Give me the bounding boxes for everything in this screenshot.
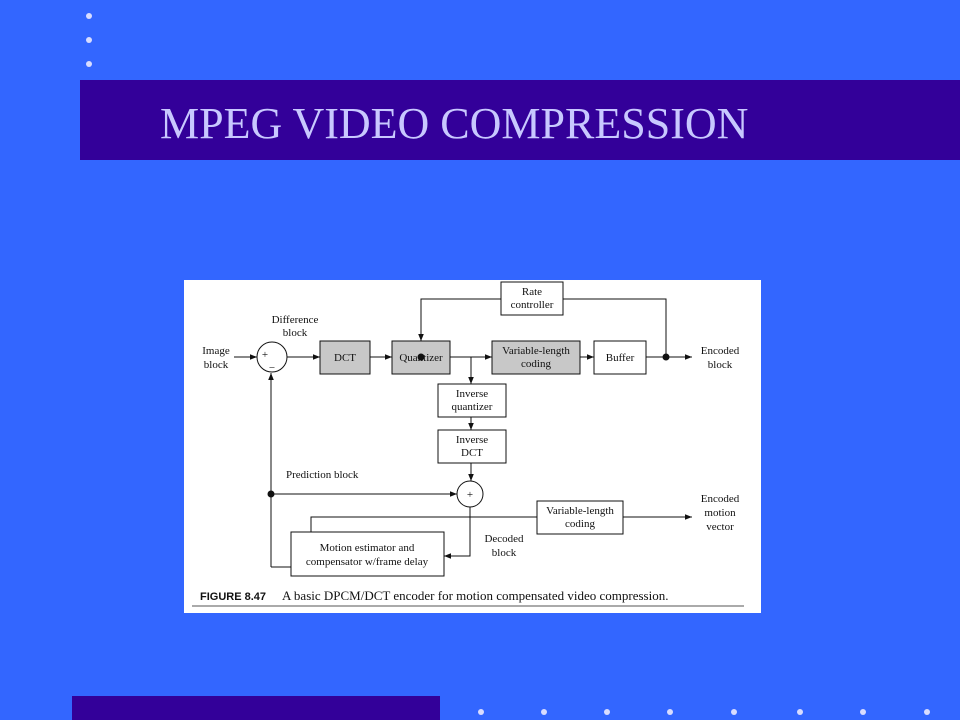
inverse-dct-label: Inverse xyxy=(456,434,488,446)
inverse-dct-box xyxy=(437,429,507,464)
plus-sign: + xyxy=(262,349,268,361)
vlc-top-label: Variable-length xyxy=(502,345,570,357)
encoded-motion-vector-label: vector xyxy=(706,521,734,533)
rate-controller-box xyxy=(500,281,564,316)
figure-panel: Rate controller Difference block Image b… xyxy=(184,280,761,613)
bottom-band xyxy=(72,696,440,720)
encoded-motion-vector-label: Encoded xyxy=(701,493,740,505)
vlc-top-label: coding xyxy=(521,358,551,370)
inverse-quantizer-label: Inverse xyxy=(456,388,488,400)
difference-block-label: Difference xyxy=(272,314,319,326)
encoder-block-diagram: Rate controller Difference block Image b… xyxy=(192,281,744,607)
minus-sign: − xyxy=(269,362,275,374)
figure-caption-text: A basic DPCM/DCT encoder for motion comp… xyxy=(282,588,668,603)
quantizer-label: Quantizer xyxy=(399,352,443,364)
decor-dot xyxy=(667,709,673,715)
inverse-dct-label: DCT xyxy=(461,447,483,459)
decor-dot xyxy=(86,37,92,43)
vlc-bottom-label: coding xyxy=(565,518,595,530)
inverse-quantizer-box xyxy=(437,383,507,418)
decor-dot xyxy=(797,709,803,715)
decor-dot xyxy=(86,61,92,67)
junction-dot xyxy=(662,353,670,361)
decor-dot xyxy=(541,709,547,715)
inverse-quantizer-label: quantizer xyxy=(452,401,493,413)
dct-box xyxy=(319,340,371,375)
decoded-block-label: block xyxy=(492,547,517,559)
decor-dot xyxy=(731,709,737,715)
motion-estimator-label: Motion estimator and xyxy=(320,542,415,554)
decor-dot xyxy=(860,709,866,715)
image-block-label: Image xyxy=(202,345,230,357)
encoded-block-label: block xyxy=(708,359,733,371)
rate-controller-label: Rate xyxy=(522,286,542,298)
motion-estimator-label: compensator w/frame delay xyxy=(306,556,429,568)
title-band: MPEG VIDEO COMPRESSION xyxy=(80,80,960,160)
encoded-motion-vector-label: motion xyxy=(704,507,736,519)
decor-dot xyxy=(604,709,610,715)
decor-dot xyxy=(86,13,92,19)
image-block-label: block xyxy=(204,359,229,371)
encoded-block-label: Encoded xyxy=(701,345,740,357)
dct-label: DCT xyxy=(334,352,356,364)
prediction-block-label: Prediction block xyxy=(286,469,359,481)
buffer-box xyxy=(593,340,647,375)
slide-title: MPEG VIDEO COMPRESSION xyxy=(160,99,749,148)
motion-estimator-box xyxy=(290,531,445,577)
junction-dot xyxy=(417,353,425,361)
junction-dot xyxy=(267,490,275,498)
buffer-label: Buffer xyxy=(606,352,635,364)
decoded-block-label: Decoded xyxy=(484,533,524,545)
figure-caption-label: FIGURE 8.47 xyxy=(200,591,266,603)
decor-dot xyxy=(924,709,930,715)
adder-sign: + xyxy=(467,489,473,501)
vlc-bottom-label: Variable-length xyxy=(546,505,614,517)
decor-dot xyxy=(478,709,484,715)
rate-controller-label: controller xyxy=(511,299,554,311)
difference-block-label: block xyxy=(283,327,308,339)
